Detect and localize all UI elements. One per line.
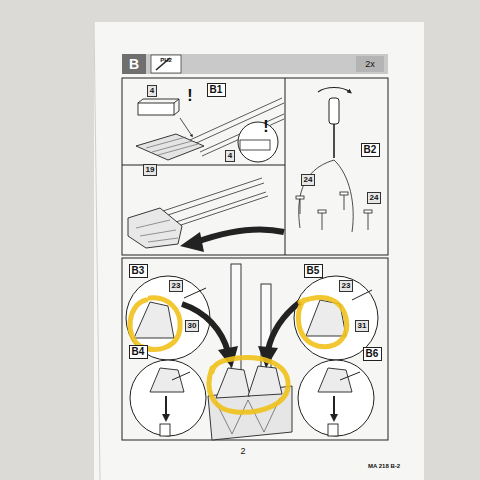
rails [160,178,268,228]
callout-number: 19 [143,164,158,176]
warning-mark: ! [187,88,192,104]
transfer-arrow [182,304,228,352]
callout-number: 24 [301,174,316,186]
callout-number: 24 [367,192,382,204]
tool-label: PH2 [160,57,172,63]
callout-number: 23 [169,280,184,292]
step-label-box: B5 [304,264,323,278]
page-label: 2 [240,447,245,456]
screwdriver-shaft [333,124,335,158]
step-label-box: B1 [207,83,226,97]
step-label: B4 [132,347,145,357]
step-label-box: B4 [129,345,148,359]
header-bar [122,54,388,74]
step-label-box: B6 [363,347,382,361]
callout-number: 31 [355,320,370,332]
step-label: B3 [132,266,145,276]
highlight-circle [130,298,347,413]
step-label: B2 [364,145,377,155]
page-label: MA 218 B-2 [368,463,400,469]
page-label: 2x [365,60,375,69]
callout-number: 4 [147,85,157,97]
title-box [122,54,146,74]
transfer-arrow [268,302,300,350]
warning-mark: ! [263,119,268,135]
detail-circle [130,360,206,436]
paper-edge [94,22,100,480]
detail-circle [126,276,210,360]
step-label-box: B2 [361,143,380,157]
transfer-arrow [196,229,284,242]
step-label: B5 [307,266,320,276]
screw [172,288,372,380]
upper-frame [122,78,388,255]
step-label-box: B3 [129,264,148,278]
rail-profile [240,140,270,150]
step-label: B1 [210,85,223,95]
insert-arrow [180,118,192,136]
screw [296,192,372,230]
down-arrow [165,396,167,418]
divider [285,78,286,255]
paper-sheet [94,22,424,480]
base-plate [128,208,182,248]
base-plate [136,134,204,160]
base-ribs [146,137,198,155]
callout-number: 23 [339,280,354,292]
clamp-part [216,366,282,398]
tool-icon-box [151,55,181,73]
lower-frame [122,258,388,440]
screwdriver-handle [329,98,339,124]
base-ribs [136,220,178,242]
section-letter: B [129,57,139,71]
callout-number: 30 [185,320,200,332]
turn-arrow [318,88,350,93]
rail-profile [138,99,179,115]
step-label: B6 [366,349,379,359]
base-ribs [216,398,280,434]
callout-number: 4 [225,150,235,162]
detail-circle [238,122,278,162]
transfer-arrowhead [180,232,204,252]
down-arrow [333,396,335,418]
detail-circle [298,360,374,436]
leader-line [299,160,353,232]
count-box [356,56,384,72]
